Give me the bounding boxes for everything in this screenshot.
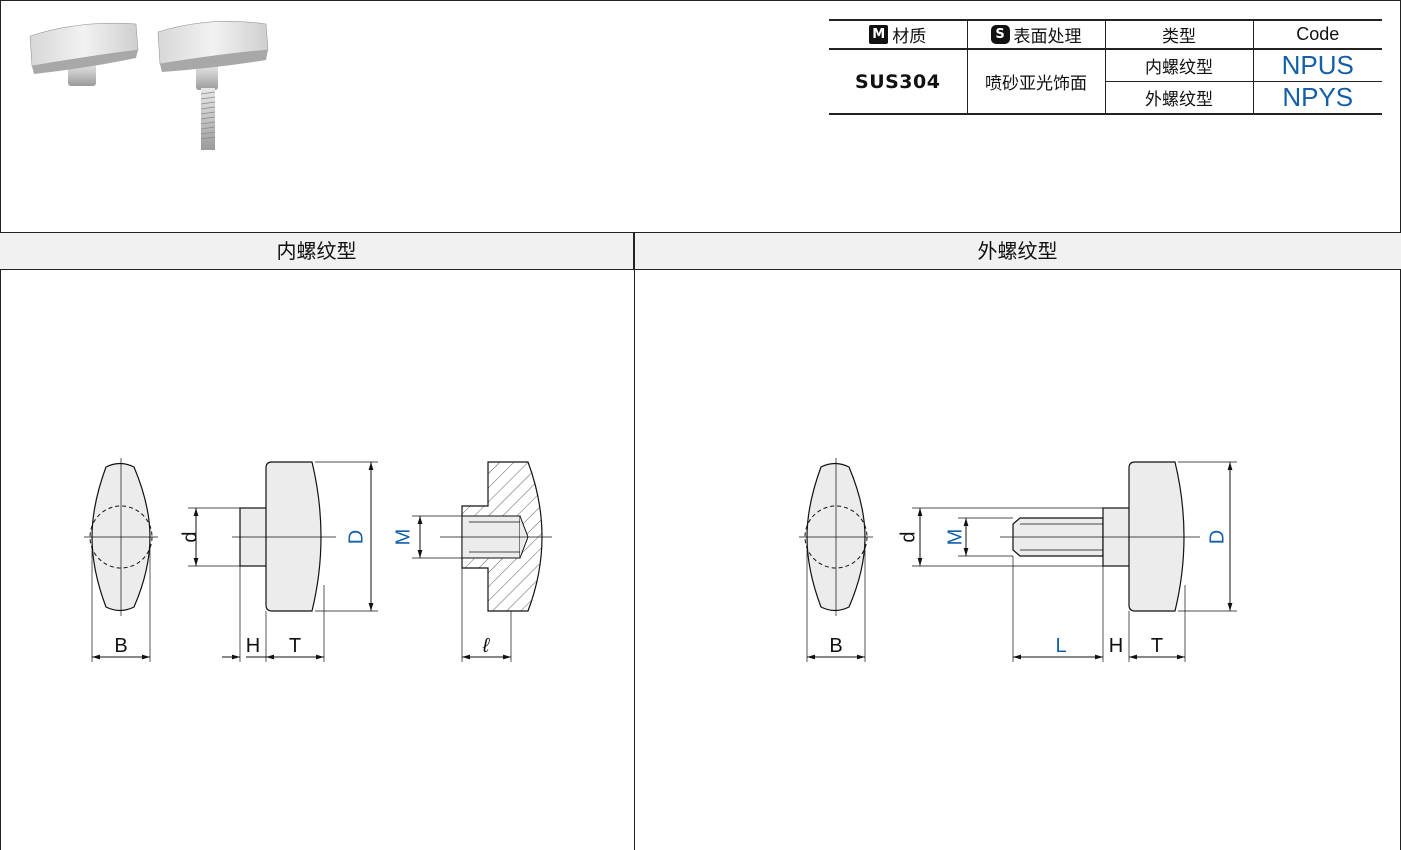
dim-label-l-internal: ℓ — [482, 635, 491, 657]
dim-label-T-internal: T — [289, 635, 301, 657]
dim-label-D-internal: D — [345, 530, 367, 544]
header-type: 类型 — [1105, 19, 1254, 50]
section-header-bar: 内螺纹型 外螺纹型 — [0, 232, 1401, 270]
material-badge: M — [869, 25, 889, 44]
dim-label-T-external: T — [1151, 635, 1163, 657]
knob-photo-internal — [29, 22, 139, 86]
external-side-view — [912, 461, 1237, 662]
dim-label-H-external: H — [1109, 635, 1123, 657]
dim-label-d-internal: d — [179, 531, 201, 542]
type-internal: 内螺纹型 — [1105, 49, 1254, 82]
dim-label-M-external: M — [944, 529, 966, 546]
section-title-internal: 内螺纹型 — [0, 233, 634, 269]
product-photos — [29, 21, 269, 150]
dim-label-M-internal: M — [392, 529, 414, 546]
finish-badge: S — [990, 25, 1010, 44]
external-front-view — [799, 458, 873, 662]
internal-side-view — [188, 461, 378, 662]
dim-label-L-external: L — [1055, 635, 1066, 657]
section-divider — [634, 232, 635, 850]
code-internal: NPUS — [1253, 49, 1382, 82]
dim-label-H-internal: H — [246, 635, 260, 657]
dim-label-D-external: D — [1206, 530, 1228, 544]
finish-value: 喷砂亚光饰面 — [967, 49, 1106, 115]
type-external: 外螺纹型 — [1105, 81, 1254, 115]
dim-label-d-external: d — [897, 531, 919, 542]
internal-section-view — [412, 461, 552, 662]
dim-label-B-external: B — [829, 635, 842, 657]
knob-photo-external — [157, 21, 269, 150]
section-title-external: 外螺纹型 — [977, 239, 1058, 263]
header-code: Code — [1253, 19, 1382, 50]
internal-front-view — [84, 458, 158, 662]
code-external: NPYS — [1253, 81, 1382, 115]
dim-label-B-internal: B — [114, 635, 127, 657]
material-value: SUS304 — [829, 49, 968, 115]
